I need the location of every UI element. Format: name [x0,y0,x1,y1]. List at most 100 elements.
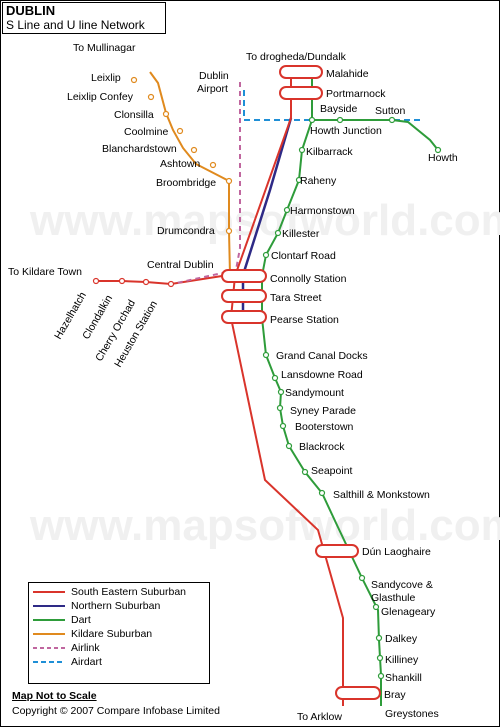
label-dublin-airport-2: Airport [197,83,228,95]
legend-label-northern: Northern Suburban [71,600,161,612]
legend-label-south-eastern: South Eastern Suburban [71,586,186,598]
label-kilbarrack: Kilbarrack [306,146,353,158]
legend-label-airdart: Airdart [71,656,102,668]
station-dot-coolmine[interactable] [176,127,184,135]
label-ashtown: Ashtown [160,158,200,170]
watermark-bottom: www.mapsofworld.com [29,501,500,550]
station-pill-tara[interactable] [221,289,267,303]
label-broombridge: Broombridge [156,177,216,189]
station-dot-booterstown[interactable] [279,422,287,430]
label-greystones: Greystones [385,708,439,720]
legend-item-airdart: Airdart [31,655,102,669]
legend-swatch-airlink [33,647,65,649]
station-dot-dalkey[interactable] [375,634,383,642]
station-dot-killiney[interactable] [376,654,384,662]
station-pill-bray[interactable] [335,686,381,700]
station-dot-leixlip[interactable] [130,76,138,84]
label-to-arklow: To Arklow [297,711,342,723]
station-pill-connolly[interactable] [221,269,267,283]
station-dot-shankill[interactable] [377,672,385,680]
label-killester: Killester [282,228,320,240]
label-drumcondra: Drumcondra [157,225,215,237]
copyright: Copyright © 2007 Compare Infobase Limite… [12,705,220,717]
label-central-dublin: Central Dublin [147,259,214,271]
kildare-suburban-line [149,71,231,276]
station-dot-seapoint[interactable] [301,468,309,476]
legend-item-south-eastern: South Eastern Suburban [31,585,186,599]
station-dot-ashtown[interactable] [209,161,217,169]
station-dot-howth[interactable] [434,146,442,154]
station-dot-broombridge[interactable] [225,177,233,185]
station-dot-hazelhatch[interactable] [92,277,100,285]
label-shankill: Shankill [385,672,422,684]
label-portmarnock: Portmarnock [326,88,386,100]
station-dot-bayside[interactable] [336,116,344,124]
station-dot-clontarf[interactable] [262,251,270,259]
station-dot-drumcondra[interactable] [225,227,233,235]
label-leixlip-confey: Leixlip Confey [67,91,134,103]
label-clontarf: Clontarf Road [271,250,336,262]
map-title: DUBLIN [6,3,56,18]
station-dot-salthill[interactable] [318,489,326,497]
station-pill-portmarnock[interactable] [279,86,323,100]
station-dot-glenageary[interactable] [372,603,380,611]
airlink-line [171,82,241,285]
legend-item-airlink: Airlink [31,641,100,655]
station-dot-sandymount[interactable] [277,388,285,396]
label-harmonstown: Harmonstown [290,205,355,217]
station-dot-clonsilla[interactable] [162,110,170,118]
label-bray: Bray [384,689,406,701]
station-pill-dun-laoghaire[interactable] [315,544,359,558]
legend-swatch-airdart [33,661,65,663]
station-dot-howth-junction[interactable] [308,116,316,124]
scale-note: Map Not to Scale [12,690,97,702]
legend-item-northern: Northern Suburban [31,599,160,613]
label-bayside: Bayside [320,103,358,115]
station-pill-malahide[interactable] [279,65,323,79]
station-dot-harmonstown[interactable] [283,206,291,214]
label-dalkey: Dalkey [385,633,418,645]
label-to-drogheda: To drogheda/Dundalk [246,51,347,63]
station-dot-blackrock[interactable] [285,442,293,450]
station-dot-sutton[interactable] [388,116,396,124]
legend-item-dart: Dart [31,613,91,627]
map-subtitle: S Line and U line Network [6,18,145,32]
label-glenageary: Glenageary [381,606,436,618]
label-sandymount: Sandymount [285,387,344,399]
airdart-line [243,90,420,121]
legend-swatch-dart [33,619,65,621]
label-killiney: Killiney [385,654,419,666]
station-dot-blanchardstown[interactable] [190,146,198,154]
label-coolmine: Coolmine [124,126,169,138]
station-pill-pearse[interactable] [221,310,267,324]
station-dot-raheny[interactable] [295,176,303,184]
station-dot-sandycove[interactable] [358,574,366,582]
station-dot-cherry-orchad[interactable] [142,278,150,286]
kildare-town-line [96,275,223,286]
label-dublin-airport-1: Dublin [199,70,229,82]
station-dot-lansdowne[interactable] [271,374,279,382]
station-dot-kilbarrack[interactable] [298,146,306,154]
label-sydney-parade: Syney Parade [290,405,356,417]
label-seapoint: Seapoint [311,465,353,477]
station-dot-leixlip-confey[interactable] [147,93,155,101]
legend-label-kildare: Kildare Suburban [71,628,153,640]
station-dot-clondalkin[interactable] [118,277,126,285]
legend-label-airlink: Airlink [71,642,100,654]
label-dun-laoghaire: Dún Laoghaire [362,546,431,558]
station-dot-heuston[interactable] [167,280,175,288]
label-howth: Howth [428,152,458,164]
station-dot-grand-canal[interactable] [262,351,270,359]
label-booterstown: Booterstown [295,421,354,433]
label-sutton: Sutton [375,105,406,117]
label-clonsilla: Clonsilla [114,109,154,121]
label-to-mullingar: To Mullinagar [73,42,136,54]
station-dot-killester[interactable] [274,229,282,237]
label-connolly: Connolly Station [270,273,347,285]
station-dot-sydney-parade[interactable] [276,404,284,412]
legend-swatch-northern [33,605,65,607]
legend-item-kildare: Kildare Suburban [31,627,152,641]
map-title-box: DUBLIN S Line and U line Network [2,2,166,34]
legend: South Eastern Suburban Northern Suburban… [28,582,210,684]
label-sandycove-1: Sandycove & [371,579,433,591]
